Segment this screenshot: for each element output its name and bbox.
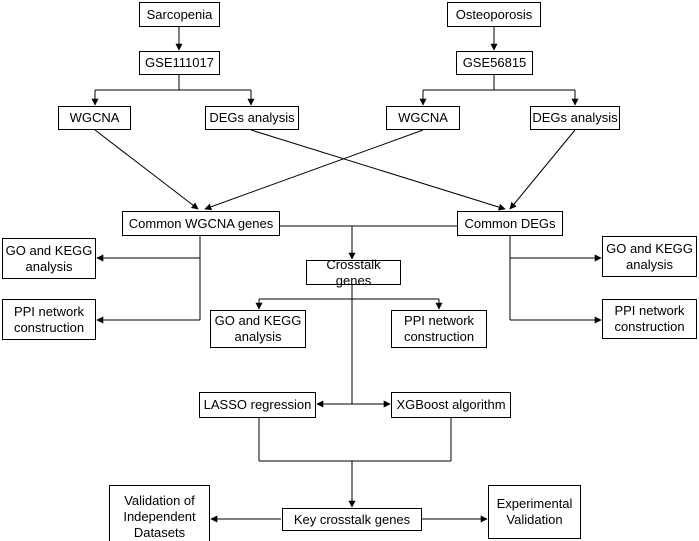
degs-analysis-right-node: DEGs analysis [530,106,620,130]
ppi-network-right-node: PPI network construction [602,299,697,339]
go-kegg-left-node: GO and KEGG analysis [2,238,96,279]
gse111017-node: GSE111017 [139,51,220,75]
ppi-network-left-node: PPI network construction [2,299,96,340]
go-kegg-right-node: GO and KEGG analysis [602,236,697,277]
validation-datasets-node: Validation of Independent Datasets [109,485,210,541]
degs-analysis-left-node: DEGs analysis [205,106,299,130]
arrow-degs-left-to-common-degs [250,129,506,211]
wgcna-right-node: WGCNA [386,106,460,130]
crosstalk-genes-node: Crosstalk genes [306,257,401,288]
common-degs-node: Common DEGs [457,211,563,236]
common-wgcna-genes-node: Common WGCNA genes [122,211,280,236]
xgboost-algorithm-node: XGBoost algorithm [391,392,511,418]
go-kegg-center-node: GO and KEGG analysis [210,310,306,348]
arrow-wgcna-right-to-common-wgcna [204,129,424,211]
arrow-degs-right-to-common-degs [509,129,576,210]
lasso-regression-node: LASSO regression [199,392,316,418]
key-crosstalk-genes-node: Key crosstalk genes [282,508,422,531]
experimental-validation-node: Experimental Validation [488,485,581,539]
gse56815-node: GSE56815 [456,51,533,75]
osteoporosis-node: Osteoporosis [447,2,541,27]
arrow-wgcna-left-to-common-wgcna [94,129,199,210]
wgcna-left-node: WGCNA [58,106,131,130]
sarcopenia-node: Sarcopenia [139,2,220,27]
ppi-network-center-node: PPI network construction [391,310,487,348]
